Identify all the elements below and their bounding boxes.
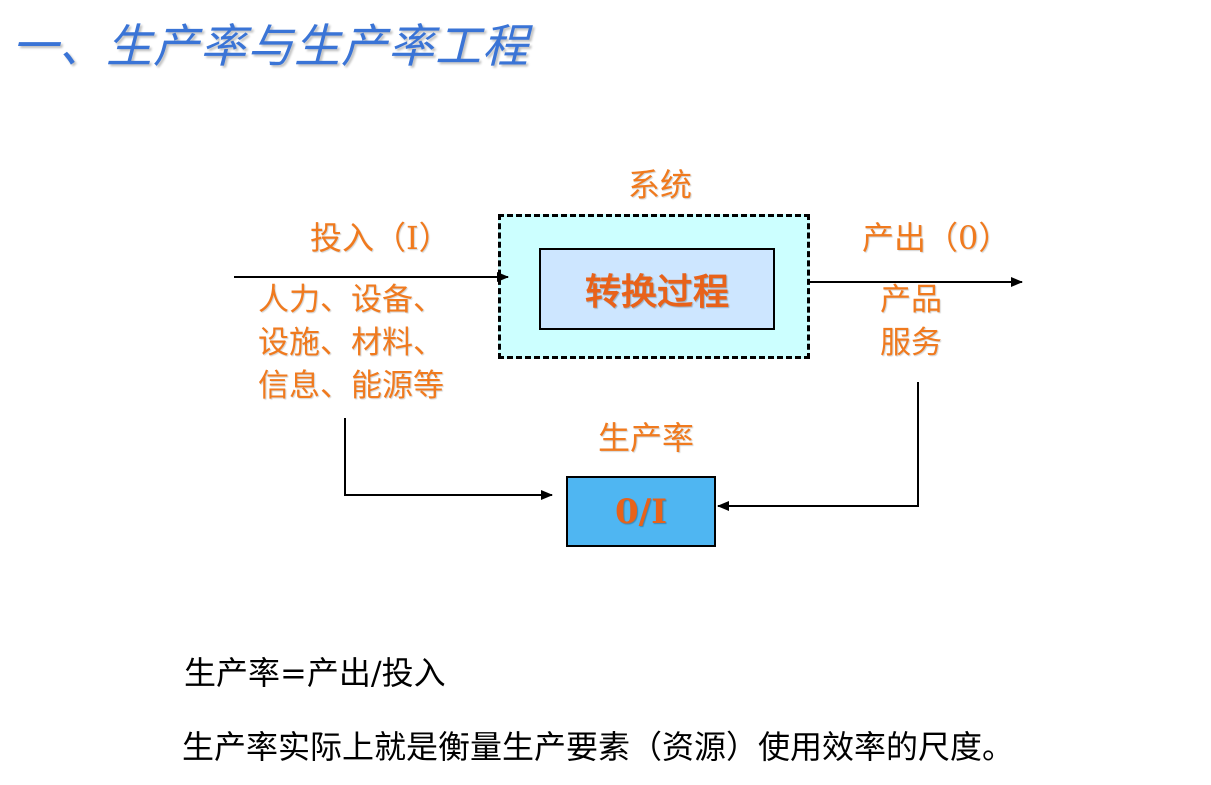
input-resource-line: 设施、材料、 [258,325,444,361]
input-resource-line: 人力、设备、 [258,282,444,318]
input-label: 投入（I） [310,219,451,257]
output-label: 产出（0） [862,219,1011,257]
output-item-line: 服务 [880,325,942,361]
productivity-label: 生产率 [598,419,695,457]
output-item-line: 产品 [880,282,942,318]
output-to-ratio-arrow [717,382,919,511]
productivity-formula: 生产率=产出/投入 [184,654,446,692]
input-resources-list: 人力、设备、 设施、材料、 信息、能源等 [258,279,444,408]
system-label: 系统 [628,166,693,204]
page-title: 一、生产率与生产率工程 [12,19,529,73]
input-to-ratio-arrow [344,418,553,500]
input-resource-line: 信息、能源等 [258,368,444,404]
output-products-list: 产品 服务 [880,279,942,365]
transformation-process-box: 转换过程 [539,248,775,330]
productivity-definition: 生产率实际上就是衡量生产要素（资源）使用效率的尺度。 [182,728,1015,766]
productivity-ratio-box: 0/I [566,476,716,547]
